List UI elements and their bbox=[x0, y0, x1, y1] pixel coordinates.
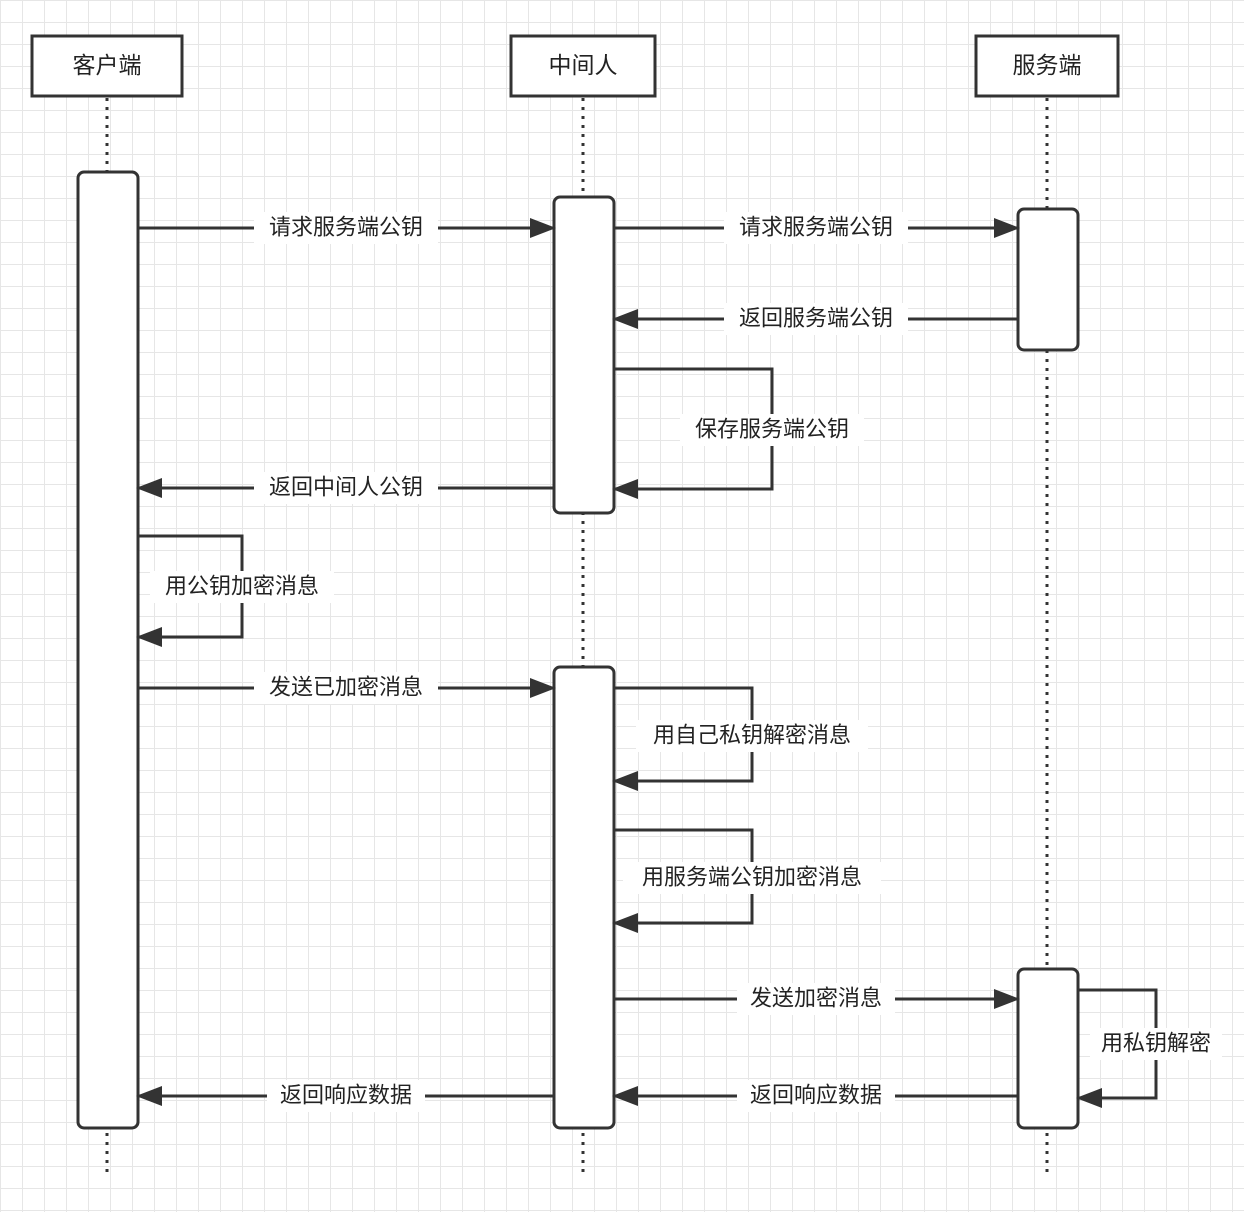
actor-server: 服务端 bbox=[974, 34, 1120, 98]
actor-mitm-label: 中间人 bbox=[549, 53, 618, 79]
message-9-label: 发送加密消息 bbox=[750, 987, 882, 1012]
message-2: 返回服务端公钥 bbox=[612, 303, 1018, 335]
message-12-label: 返回响应数据 bbox=[280, 1084, 412, 1109]
message-2-label: 返回服务端公钥 bbox=[739, 307, 893, 332]
message-5-label: 用公钥加密消息 bbox=[165, 575, 319, 600]
message-10-label: 用私钥解密 bbox=[1101, 1032, 1211, 1057]
message-4: 返回中间人公钥 bbox=[136, 472, 554, 504]
activation-server-1 bbox=[1016, 207, 1080, 352]
message-1: 请求服务端公钥 bbox=[614, 212, 1020, 244]
message-6-label: 发送已加密消息 bbox=[269, 676, 423, 701]
message-3-label: 保存服务端公钥 bbox=[695, 418, 849, 443]
actor-server-label: 服务端 bbox=[1013, 53, 1082, 79]
message-8-label: 用服务端公钥加密消息 bbox=[642, 866, 862, 891]
message-7: 用自己私钥解密消息 bbox=[612, 686, 868, 791]
message-7-label: 用自己私钥解密消息 bbox=[653, 724, 851, 749]
message-11-label: 返回响应数据 bbox=[750, 1084, 882, 1109]
message-11: 返回响应数据 bbox=[612, 1080, 1018, 1112]
activation-client bbox=[76, 170, 140, 1130]
message-3: 保存服务端公钥 bbox=[612, 367, 864, 499]
message-8: 用服务端公钥加密消息 bbox=[612, 828, 881, 933]
actor-client-label: 客户端 bbox=[73, 53, 142, 79]
message-9: 发送加密消息 bbox=[614, 983, 1020, 1015]
activation-mitm-2 bbox=[552, 665, 616, 1130]
message-10: 用私钥解密 bbox=[1076, 988, 1222, 1108]
activation-server-2 bbox=[1016, 967, 1080, 1130]
message-6: 发送已加密消息 bbox=[138, 672, 556, 704]
message-0: 请求服务端公钥 bbox=[138, 212, 556, 244]
message-12: 返回响应数据 bbox=[136, 1080, 554, 1112]
message-4-label: 返回中间人公钥 bbox=[269, 476, 423, 501]
message-1-label: 请求服务端公钥 bbox=[739, 216, 893, 241]
actor-client: 客户端 bbox=[30, 34, 184, 98]
message-5: 用公钥加密消息 bbox=[136, 534, 334, 647]
activation-mitm-1 bbox=[552, 195, 616, 515]
actor-mitm: 中间人 bbox=[509, 34, 657, 98]
message-0-label: 请求服务端公钥 bbox=[269, 216, 423, 241]
